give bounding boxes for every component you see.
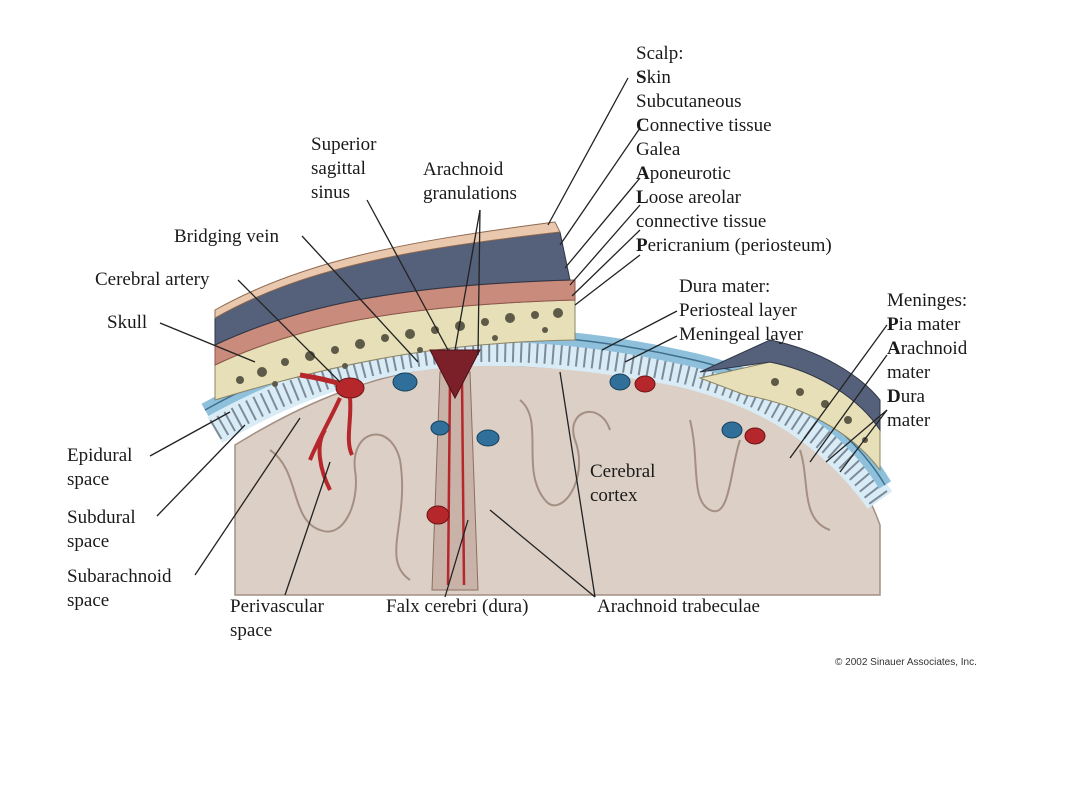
meninges-label: Meninges: Pia mater Arachnoid mater Dura… — [887, 290, 968, 431]
subdural-space-label: Subdural space — [67, 507, 136, 552]
scalp-label: Scalp: Skin Subcutaneous Connective tiss… — [636, 43, 832, 256]
right-skull-texture — [771, 378, 868, 443]
right-scalp-block — [699, 339, 881, 432]
copyright-notice: © 2002 Sinauer Associates, Inc. — [835, 657, 977, 668]
gyri-outline — [269, 399, 831, 581]
cerebral-artery-label: Cerebral artery — [95, 269, 210, 290]
dura-mater-label: Dura mater: Periosteal layer Meningeal l… — [679, 276, 803, 345]
perivascular-space-label: Perivascular space — [230, 596, 324, 641]
skull-texture — [236, 308, 563, 387]
skin-layer — [214, 221, 561, 319]
epidural-space-label: Epidural space — [67, 445, 133, 490]
trabeculae-pattern — [209, 339, 889, 507]
skull-label: Skull — [107, 312, 148, 333]
cerebral-cortex-label: Cerebral cortex — [590, 461, 656, 506]
falx-cerebri-label: Falx cerebri (dura) — [386, 596, 529, 617]
vessels — [299, 372, 766, 525]
falx-vessels — [446, 379, 466, 586]
bridging-vein-label: Bridging vein — [174, 226, 280, 247]
falx-cerebri-shape — [431, 371, 479, 591]
superior-sagittal-sinus-label: Superior sagittal sinus — [311, 134, 377, 203]
arachnoid-trabeculae-label: Arachnoid trabeculae — [597, 596, 760, 617]
subarachnoid-space-label: Subarachnoid space — [67, 566, 172, 611]
arachnoid-granulations-label: Arachnoid granulations — [423, 159, 517, 204]
leader-lines — [149, 77, 888, 598]
